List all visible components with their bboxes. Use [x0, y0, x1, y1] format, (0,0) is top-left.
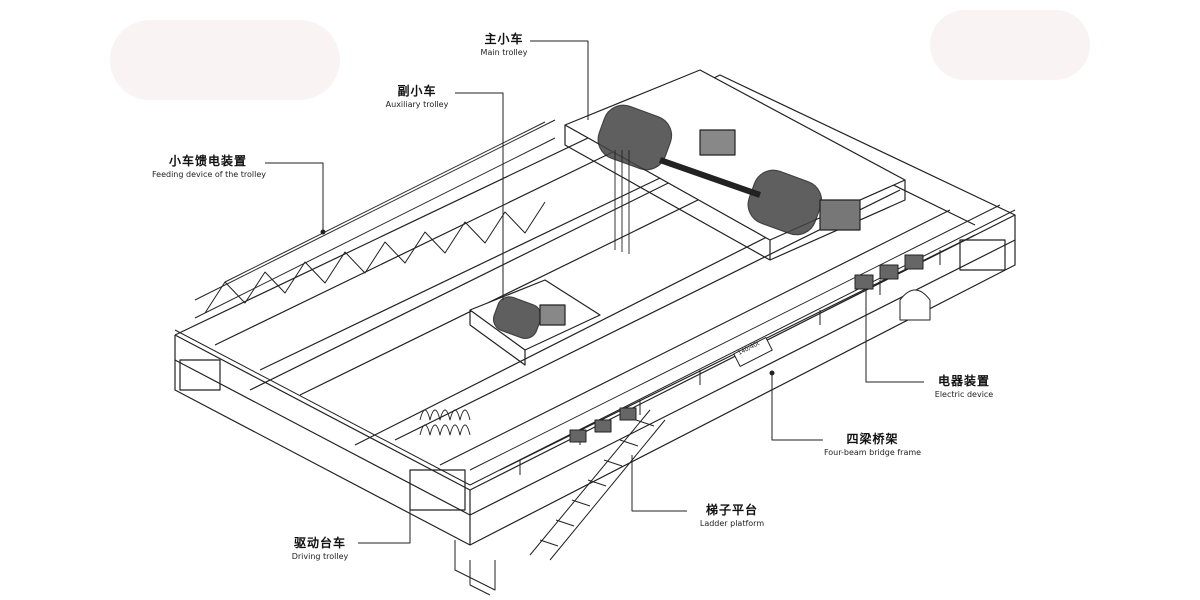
- bridge-frame-en: Four-beam bridge frame: [823, 448, 922, 457]
- leader-lines: [265, 40, 924, 544]
- main-trolley: [564, 69, 906, 261]
- auxiliary-trolley-zh: 副小车: [397, 84, 437, 98]
- ladder-platform-en: Ladder platform: [699, 519, 765, 528]
- bridge-frame-zh: 四梁桥架: [846, 432, 899, 446]
- watermark-shape-right: [930, 10, 1090, 80]
- bridge-frame-outline: [174, 74, 1016, 546]
- ladder: [454, 409, 666, 596]
- callout-electric-device: 电器装置 Electric device: [924, 374, 1004, 400]
- driving-trolley-en: Driving trolley: [291, 552, 349, 561]
- driving-trolley-zh: 驱动台车: [293, 536, 346, 550]
- callout-bridge-frame: 四梁桥架 Four-beam bridge frame: [815, 432, 930, 458]
- electric-device-en: Electric device: [934, 390, 994, 399]
- feeding-device-en: Feeding device of the trolley: [152, 170, 266, 179]
- auxiliary-trolley: [469, 279, 601, 366]
- hook-ropes: [419, 150, 630, 436]
- callout-main-trolley: 主小车 Main trolley: [478, 32, 530, 58]
- main-trolley-zh: 主小车: [484, 32, 524, 46]
- callout-feeding-device: 小车馈电装置 Feeding device of the trolley: [152, 154, 266, 180]
- callout-driving-trolley: 驱动台车 Driving trolley: [282, 536, 358, 562]
- callout-ladder-platform: 梯子平台 Ladder platform: [687, 503, 777, 529]
- electric-device-zh: 电器装置: [937, 374, 990, 388]
- ladder-platform-zh: 梯子平台: [705, 503, 758, 517]
- feeding-device-zh: 小车馈电装置: [168, 154, 247, 168]
- auxiliary-trolley-en: Auxiliary trolley: [385, 100, 449, 109]
- feeding-truss: [194, 119, 556, 319]
- callout-auxiliary-trolley: 副小车 Auxiliary trolley: [382, 84, 452, 110]
- main-trolley-en: Main trolley: [480, 48, 528, 57]
- watermark-shape-left: [110, 20, 340, 100]
- electric-cabinets: [569, 254, 931, 443]
